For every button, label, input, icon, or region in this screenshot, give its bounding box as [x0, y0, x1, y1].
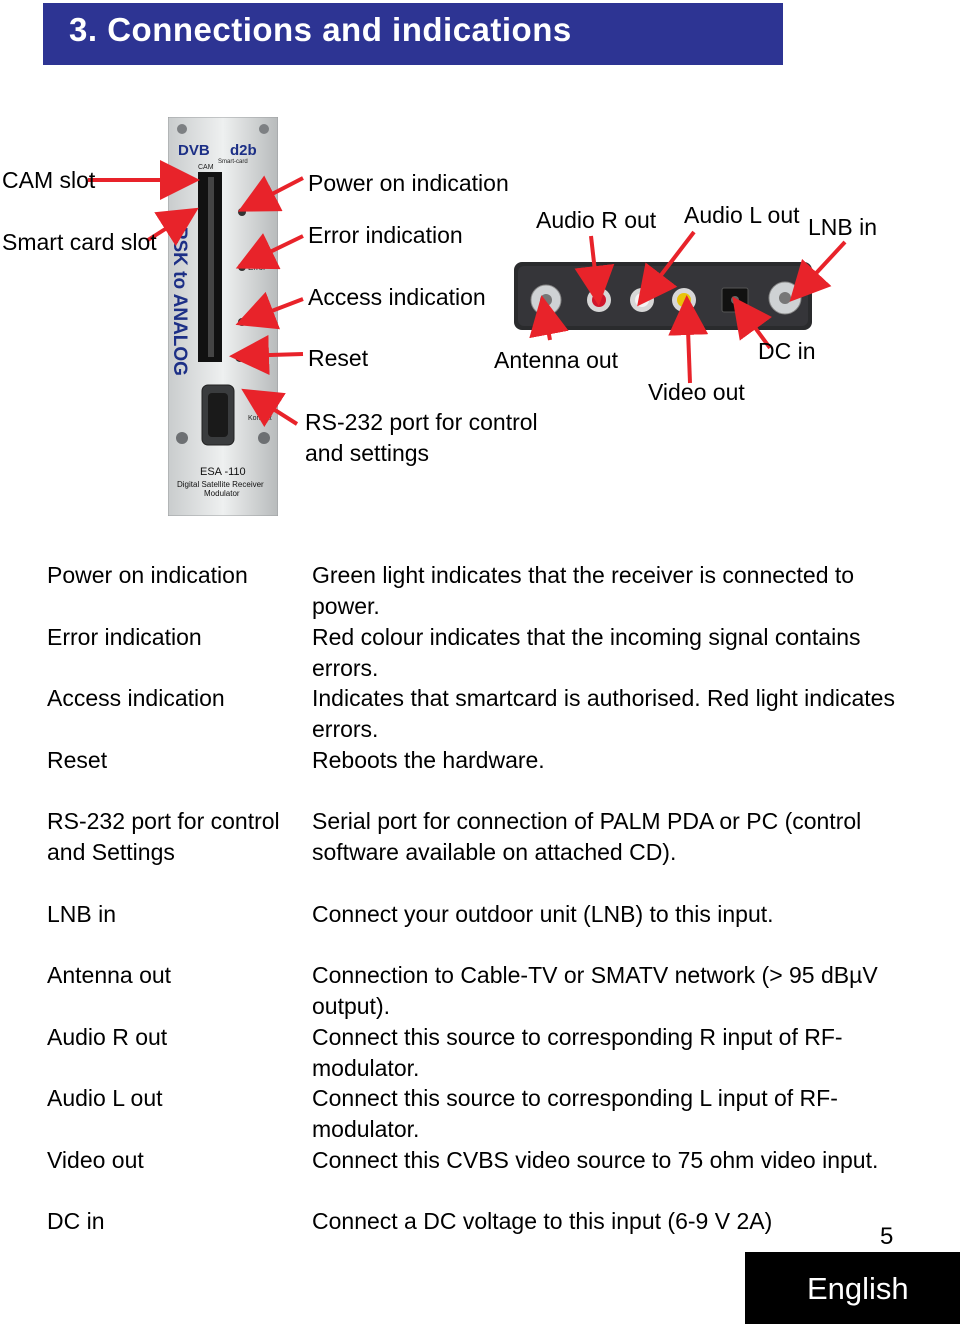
description-term: Video out	[47, 1147, 144, 1173]
description-text: Connect a DC voltage to this input (6-9 …	[312, 1208, 773, 1234]
screw-icon	[258, 432, 270, 444]
arrow-video-out	[668, 295, 709, 384]
description-text: Connect this CVBS video source to 75 ohm…	[312, 1147, 879, 1173]
description-term: Error indication	[47, 624, 202, 650]
callout-video-out: Video out	[648, 379, 745, 405]
panel-logo-right: d2b	[230, 142, 257, 159]
callout-dc-in: DC in	[758, 338, 816, 364]
callout-access: Access indication	[308, 284, 486, 310]
description-term: Audio L out	[47, 1085, 163, 1111]
callout-antenna-out: Antenna out	[494, 347, 619, 373]
description-term: LNB in	[47, 901, 117, 927]
language-label: English	[807, 1271, 909, 1306]
panel-model-desc-2: Modulator	[204, 489, 240, 498]
description-text: Reboots the hardware.	[312, 747, 545, 773]
lnb-core	[779, 292, 791, 304]
callout-rs232-line2: and settings	[305, 440, 430, 466]
callout-audio-r: Audio R out	[536, 207, 657, 233]
callout-rs232-line1: RS-232 port for control	[305, 409, 538, 435]
description-text: Serial port for connection of PALM PDA o…	[312, 808, 862, 865]
description-text: Green light indicates that the receiver …	[312, 562, 855, 619]
description-term: DC in	[47, 1208, 105, 1234]
panel-slot-label-smartcard: Smart-card	[218, 159, 248, 165]
section-header: 3. Connections and indications	[43, 3, 783, 65]
screw-icon	[177, 124, 187, 134]
arrow-reset	[229, 335, 304, 376]
description-term: Access indication	[47, 685, 225, 711]
panel-model-desc-1: Digital Satellite Receiver	[177, 480, 264, 489]
screw-icon	[176, 432, 188, 444]
description-term: Antenna out	[47, 962, 172, 988]
description-term: Power on indication	[47, 562, 248, 588]
panel-vertical-text: QPSK to ANALOG	[169, 212, 190, 376]
section-number: 3.	[69, 11, 98, 48]
description-term: Reset	[47, 747, 108, 773]
callout-smart-card-slot: Smart card slot	[2, 229, 157, 255]
panel-logo-left: DVB	[178, 142, 210, 159]
section-title: 3. Connections and indications	[69, 11, 572, 49]
panel-slot-label-cam: CAM	[198, 164, 214, 171]
description-text: Red colour indicates that the incoming s…	[312, 624, 861, 681]
description-text: Connection to Cable-TV or SMATV network …	[312, 962, 878, 1019]
description-text: Connect this source to corresponding R i…	[312, 1024, 843, 1081]
arrow-antenna-out	[529, 295, 569, 341]
panel-model: ESA -110	[200, 466, 246, 478]
arrow-rs232	[241, 388, 299, 428]
callout-reset: Reset	[308, 345, 369, 371]
arrow-lnb-in	[789, 240, 847, 302]
arrow-smart-card-slot	[146, 207, 199, 247]
arrow-audio-r	[574, 235, 615, 306]
section-title-text: Connections and indications	[107, 11, 572, 48]
screw-icon	[259, 124, 269, 134]
callout-error: Error indication	[308, 222, 463, 248]
arrow-audio-l	[637, 230, 696, 307]
arrow-power-on	[237, 175, 304, 212]
arrow-dc-in	[732, 296, 773, 350]
page-number: 5	[880, 1223, 894, 1250]
callout-arrows	[88, 160, 847, 428]
arrow-error	[235, 233, 304, 270]
description-text: Connect this source to corresponding L i…	[312, 1085, 838, 1142]
description-text: Indicates that smartcard is authorised. …	[312, 685, 895, 742]
description-term: Audio R out	[47, 1024, 168, 1050]
callout-audio-l: Audio L out	[684, 202, 800, 228]
callout-lnb-in: LNB in	[808, 214, 878, 240]
callout-power-on: Power on indication	[308, 170, 509, 196]
slot-groove	[208, 177, 214, 357]
callout-cam-slot: CAM slot	[2, 167, 96, 193]
description-text: Connect your outdoor unit (LNB) to this …	[312, 901, 774, 927]
rs232-pins	[208, 393, 228, 437]
description-term: RS-232 port for control and Settings	[47, 808, 280, 865]
language-tab: English	[745, 1252, 960, 1324]
arrow-access	[235, 291, 304, 330]
